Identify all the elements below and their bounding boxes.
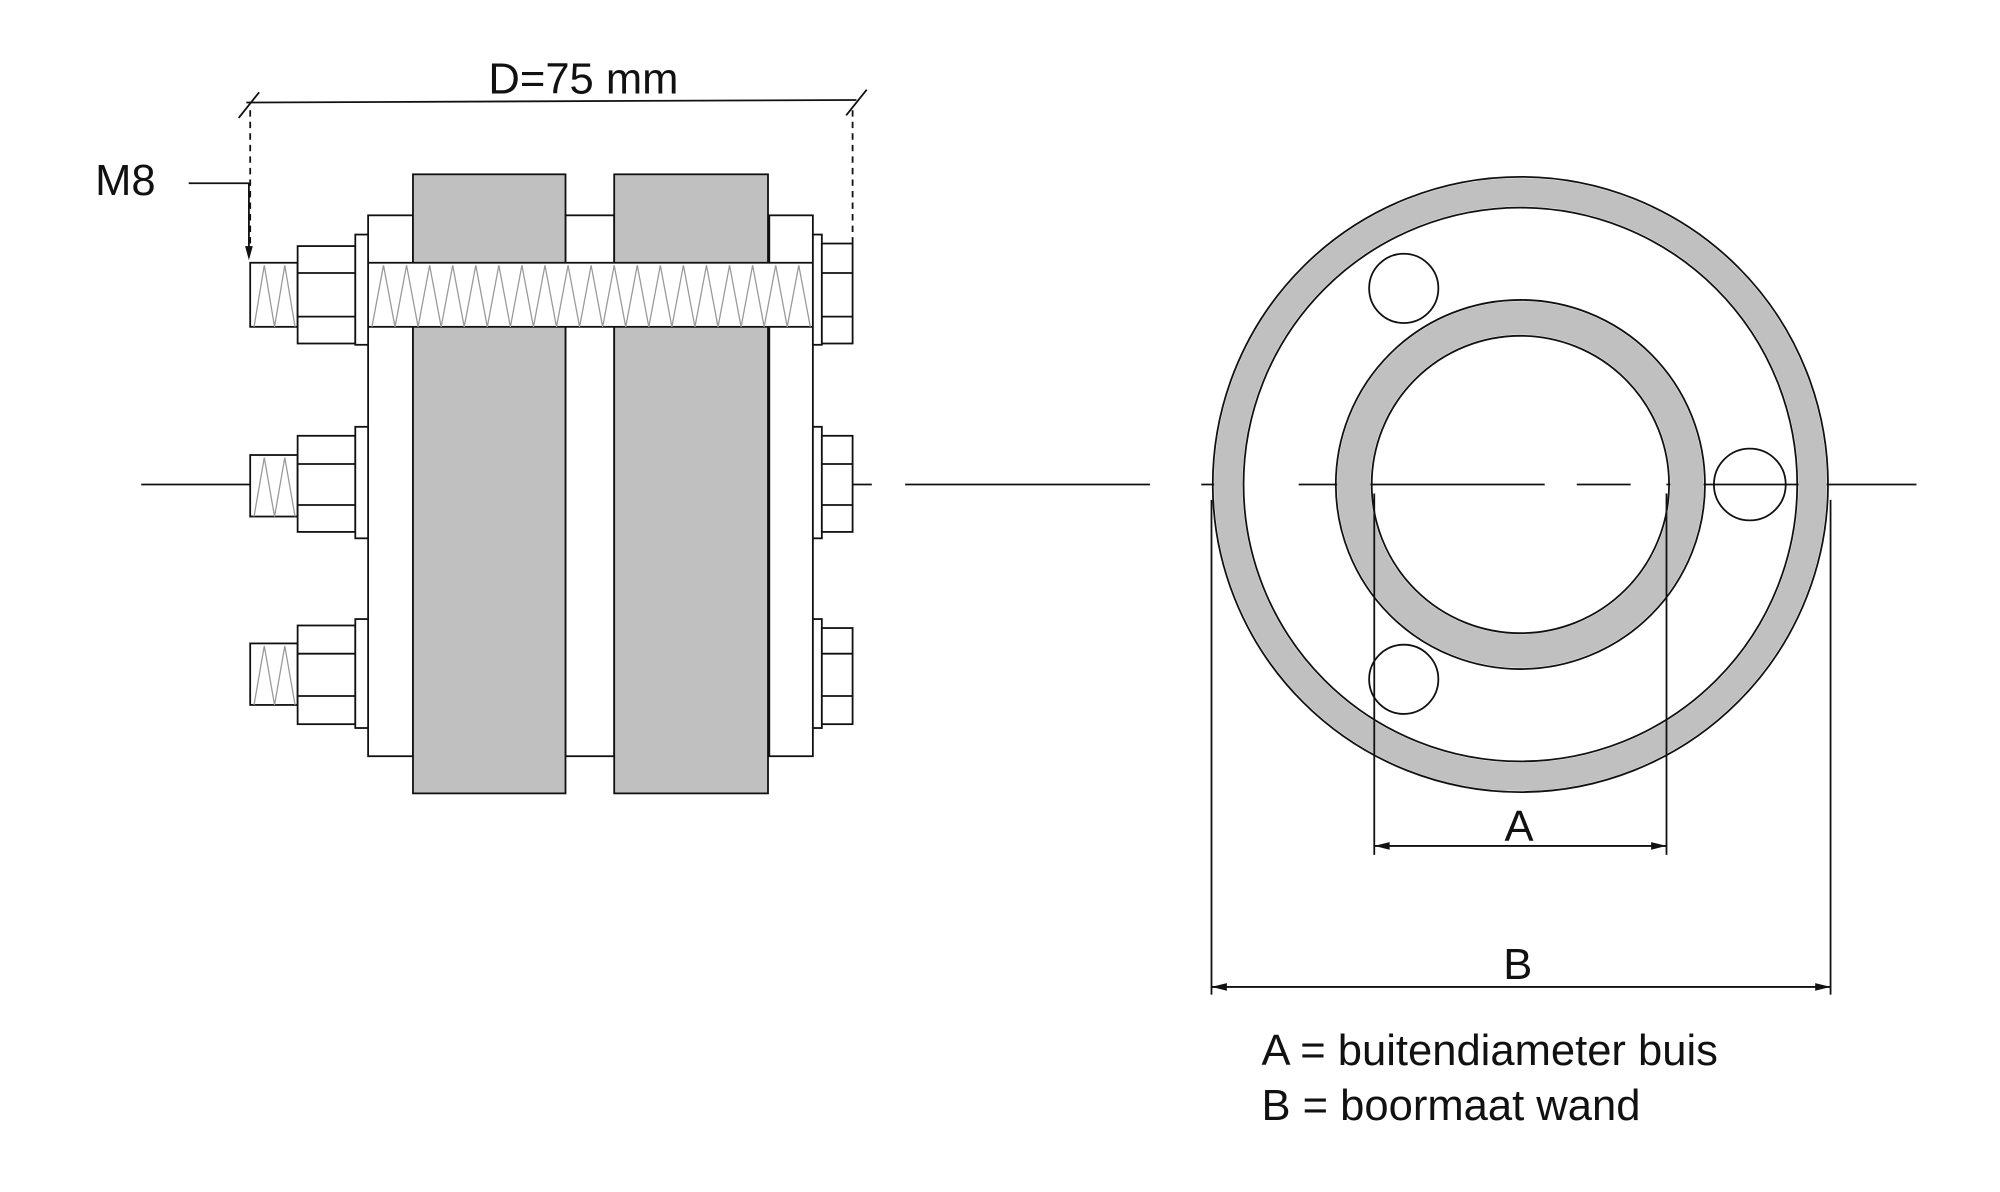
dimension-b: B [1210, 499, 1832, 995]
nut-icon [296, 624, 357, 726]
legend-a: A = buitendiameter buis [1261, 1027, 1718, 1075]
m8-callout: M8 [95, 157, 253, 261]
dimension-d: D=75 mm [237, 56, 868, 250]
front-view: A B A = buitendiameter buis B = boormaat… [1210, 175, 1832, 1130]
nut-icon [296, 245, 357, 345]
nut-icon [820, 627, 854, 726]
bolt-middle [249, 425, 854, 540]
legend-b: B = boormaat wand [1261, 1082, 1640, 1130]
nut-icon [820, 434, 854, 533]
legend: A = buitendiameter buis B = boormaat wan… [1261, 1027, 1718, 1130]
bolt-hole [1713, 447, 1787, 522]
dimension-d-label: D=75 mm [488, 56, 678, 104]
dimension-a-label: A [1505, 803, 1534, 851]
bolt-hole [1368, 252, 1440, 324]
bolt-top [249, 233, 854, 346]
bolt-hole [1368, 643, 1440, 715]
nut-icon [296, 434, 357, 533]
nut-icon [820, 242, 854, 345]
bolt-size-label: M8 [95, 157, 156, 205]
dimension-a: A [1373, 493, 1668, 855]
outer-seal-ring [1214, 178, 1827, 791]
dimension-b-label: B [1503, 941, 1532, 989]
inner-seal-ring [1337, 301, 1704, 668]
bolt-bottom [249, 618, 854, 729]
side-view: D=75 mm M8 [95, 56, 868, 795]
